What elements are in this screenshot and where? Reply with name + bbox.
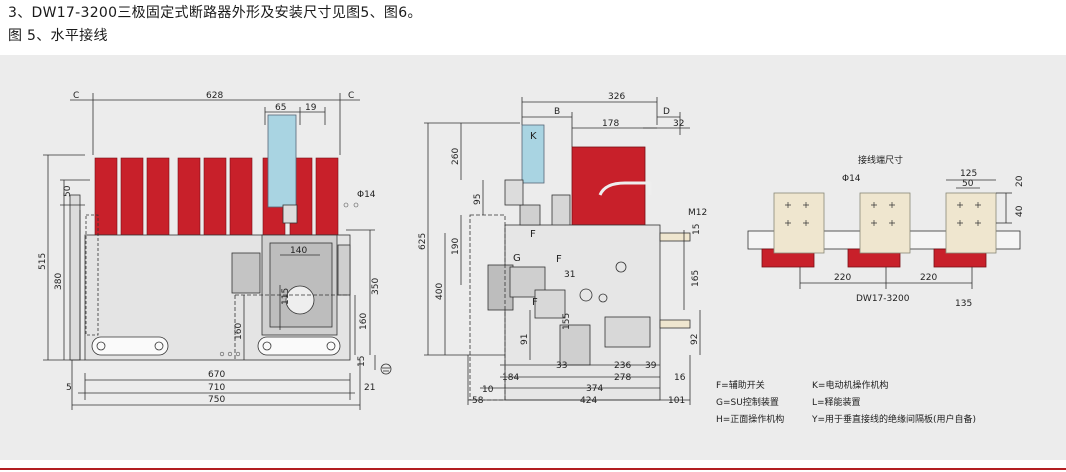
front-dim-670: 670 bbox=[208, 370, 225, 380]
terminal-dim-220-a: 220 bbox=[834, 273, 851, 283]
side-label-f-mid: F bbox=[556, 254, 562, 265]
front-dim-628: 628 bbox=[206, 91, 223, 101]
front-dim-50: 50 bbox=[63, 185, 73, 197]
drawing-panel: C C 628 65 19 50 515 380 Φ14 140 115 160… bbox=[0, 55, 1066, 460]
front-dim-21: 21 bbox=[364, 383, 375, 393]
bottom-divider bbox=[0, 468, 1066, 470]
side-label-f-bottom: F bbox=[532, 297, 538, 308]
front-view bbox=[43, 93, 376, 410]
legend-y: Y=用于垂直接线的绝缘间隔板(用户自备) bbox=[811, 413, 976, 425]
front-dim-c-right: C bbox=[348, 91, 354, 101]
side-dim-b: B bbox=[554, 107, 560, 117]
side-dim-155: 155 bbox=[562, 313, 572, 330]
front-mount-holes bbox=[219, 202, 359, 357]
side-view bbox=[424, 97, 701, 405]
side-dim-32: 32 bbox=[673, 119, 684, 129]
side-dim-39: 39 bbox=[645, 361, 657, 371]
legend-k: K=电动机操作机构 bbox=[812, 379, 888, 391]
terminal-model: DW17-3200 bbox=[856, 294, 910, 304]
terminal-title: 接线端尺寸 bbox=[858, 154, 903, 166]
front-dim-515: 515 bbox=[38, 253, 48, 270]
side-dim-58: 58 bbox=[472, 396, 484, 406]
side-dim-400: 400 bbox=[435, 283, 445, 300]
front-dim-labels: C C 628 65 19 50 515 380 Φ14 140 115 160… bbox=[38, 91, 381, 405]
side-dim-278: 278 bbox=[614, 373, 631, 383]
side-dim-31: 31 bbox=[564, 270, 575, 280]
legend: F=辅助开关 K=电动机操作机构 G=SU控制装置 L=释能装置 H=正面操作机… bbox=[716, 379, 976, 425]
side-dim-33: 33 bbox=[556, 361, 567, 371]
side-dim-374: 374 bbox=[586, 384, 603, 394]
terminal-labels: 接线端尺寸 Φ14 125 50 20 40 220 220 DW17-3200… bbox=[834, 154, 1025, 309]
side-label-g: G bbox=[513, 253, 521, 264]
side-dim-165: 165 bbox=[691, 270, 701, 287]
heading-line-2: 图 5、水平接线 bbox=[8, 28, 108, 44]
front-dim-380: 380 bbox=[54, 273, 64, 290]
legend-g: G=SU控制装置 bbox=[716, 396, 779, 408]
side-dim-95: 95 bbox=[473, 194, 483, 205]
side-dim-d: D bbox=[663, 107, 670, 117]
side-dim-91: 91 bbox=[520, 334, 530, 345]
front-dim-5: 5 bbox=[66, 383, 72, 393]
front-dim-350: 350 bbox=[371, 278, 381, 295]
ground-symbol bbox=[380, 363, 392, 375]
side-dim-92: 92 bbox=[690, 334, 700, 345]
legend-h: H=正面操作机构 bbox=[716, 413, 784, 425]
heading-line-1: 3、DW17-3200三极固定式断路器外形及安装尺寸见图5、图6。 bbox=[8, 5, 422, 21]
terminal-view bbox=[747, 179, 1021, 289]
front-dim-750: 750 bbox=[208, 395, 225, 405]
front-dim-160-b: 160 bbox=[359, 313, 369, 330]
front-dim-710: 710 bbox=[208, 383, 225, 393]
front-dim-160-a: 160 bbox=[234, 323, 244, 340]
terminal-dim-20: 20 bbox=[1015, 175, 1025, 187]
side-dim-625: 625 bbox=[418, 233, 428, 250]
legend-l: L=释能装置 bbox=[812, 396, 861, 408]
front-dim-phi14: Φ14 bbox=[357, 190, 376, 200]
side-dim-16: 16 bbox=[674, 373, 686, 383]
side-dim-190: 190 bbox=[451, 238, 461, 255]
side-dim-424: 424 bbox=[580, 396, 597, 406]
side-dim-184: 184 bbox=[502, 373, 519, 383]
front-dim-19: 19 bbox=[305, 103, 317, 113]
terminal-dim-125: 125 bbox=[960, 169, 977, 179]
side-dim-178: 178 bbox=[602, 119, 619, 129]
front-red-poles bbox=[94, 157, 339, 236]
side-dim-15: 15 bbox=[692, 224, 702, 235]
side-dim-101: 101 bbox=[668, 396, 685, 406]
front-dim-140: 140 bbox=[290, 246, 307, 256]
front-dim-15: 15 bbox=[357, 356, 367, 367]
front-dim-115: 115 bbox=[281, 288, 291, 305]
terminal-dim-phi14: Φ14 bbox=[842, 174, 861, 184]
side-dim-260: 260 bbox=[451, 148, 461, 165]
side-dim-326: 326 bbox=[608, 92, 625, 102]
side-dim-236: 236 bbox=[614, 361, 631, 371]
terminal-dim-135: 135 bbox=[955, 299, 972, 309]
side-dim-m12: M12 bbox=[688, 208, 707, 218]
terminal-dim-220-b: 220 bbox=[920, 273, 937, 283]
side-label-f-top: F bbox=[530, 229, 536, 240]
terminal-dim-40: 40 bbox=[1015, 205, 1025, 217]
front-dim-c-left: C bbox=[73, 91, 79, 101]
side-dim-labels: 326 B D 178 32 260 95 190 625 400 M12 15… bbox=[418, 92, 707, 406]
side-label-k: K bbox=[530, 131, 537, 142]
front-dim-65: 65 bbox=[275, 103, 286, 113]
side-dim-10: 10 bbox=[482, 385, 494, 395]
legend-f: F=辅助开关 bbox=[716, 379, 765, 391]
drawing-svg: C C 628 65 19 50 515 380 Φ14 140 115 160… bbox=[38, 91, 1025, 425]
terminal-dim-50: 50 bbox=[962, 179, 974, 189]
